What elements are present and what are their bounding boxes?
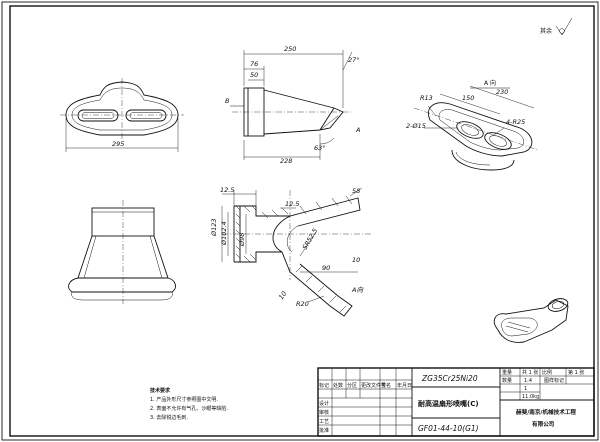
dim-side-length: 250 [284,45,296,53]
front-view: 295 [60,78,184,152]
dim-iso-holes: 2-Ø15 [406,122,426,130]
tb-qty: 1 [524,386,527,392]
dim-sec-small: 10 [352,256,360,264]
tb-row-count: 处数 [333,382,343,389]
surface-finish-symbol: 其余 [540,17,573,36]
side-view: B A 250 76 50 27° 228 63° [225,45,360,165]
tb-scale-label: 比例 [542,369,552,376]
tb-row-date: 年月日 [397,382,412,389]
dim-sec-t2: 12.5 [285,200,299,208]
dim-side-angle: 27° [348,56,360,64]
tb-row-zone: 分区 [347,382,357,389]
dim-iso-230: 230 [496,88,508,96]
elevation-view [68,200,176,304]
perspective-view [493,298,569,343]
dim-iso-r25: 4-R25 [506,118,525,126]
tb-weight-label: 重量 [502,369,512,376]
tb-part-name: 耐高温扇形喷嘴(C) [418,399,479,408]
dim-sec-len: 58 [352,187,360,195]
title-block: 标记 处数 分区 更改文件号 签名 年月日 设计 审核 工艺 批准 ZG35Cr… [317,367,595,437]
dim-sec-sphere: SR52.5 [301,227,319,251]
view-a-label: A 向 [484,79,496,87]
notes-item-1: 1. 产品外形尺寸参照图中文明. [150,396,218,403]
dim-side-bottom: 228 [280,157,292,165]
tb-company-2: 有限公司 [532,420,555,428]
tb-row-sign: 签名 [381,382,391,389]
dim-side-b: 50 [250,71,258,79]
tb-mark-label: 图样标记 [544,377,564,384]
dim-side-a: 76 [250,60,258,68]
tb-role-design: 设计 [319,400,329,407]
section-hatching [235,195,353,313]
dim-sec-10: 10 [277,290,288,301]
dim-sec-d3: Ø98 [238,233,246,247]
dim-iso-150: 150 [462,94,474,102]
dim-side-angle2: 63° [314,144,326,152]
dim-front-width: 295 [112,140,124,148]
tb-qty-label: 数量 [502,377,512,384]
tb-company-1: 赫斐/南京/机械技术工程 [516,408,576,416]
surface-finish-label: 其余 [540,27,552,35]
tb-role-review: 审核 [319,409,329,416]
dim-sec-d2: Ø102.4 [220,221,228,246]
isometric-view: A 向 150 230 R13 2-Ø15 4-R25 [406,79,539,171]
notes-heading: 技术要求 [150,387,171,394]
tb-sheet-of: 第 1 张 [568,369,584,376]
notes-item-2: 2. 表面不允许有气孔、沙眼等缺陷. [150,405,228,412]
tb-scale: 1:4 [524,378,532,384]
notes-item-3: 3. 去除锐边毛刺. [150,414,188,421]
dim-iso-r13: R13 [420,94,433,102]
dim-sec-d1: Ø123 [210,218,218,237]
dim-sec-a2: A向 [351,286,363,294]
dim-sec-90: 90 [322,264,330,272]
section-b-label: B [225,97,230,105]
tb-sheet-total: 共 1 张 [522,369,538,376]
dim-sec-r20: R20 [296,300,309,308]
section-a-label: A [355,126,360,134]
tb-role-process: 工艺 [319,419,329,425]
drawing-inner-border [9,5,595,437]
technical-notes: 技术要求 1. 产品外形尺寸参照图中文明. 2. 表面不允许有气孔、沙眼等缺陷.… [150,387,228,421]
tb-material: ZG35Cr25Ni20 [421,374,478,383]
tb-drawing-no: GF01-44-10(G1) [418,424,479,433]
tb-row-mark: 标记 [319,382,329,389]
section-view: 12.5 12.5 58 Ø123 Ø102.4 Ø98 SR52.5 90 1… [210,186,372,317]
tb-weight: 11.0kg [522,394,539,400]
dim-sec-t1: 12.5 [220,186,234,194]
tb-role-approve: 批准 [319,427,329,434]
tb-row-doc: 更改文件号 [361,382,386,389]
